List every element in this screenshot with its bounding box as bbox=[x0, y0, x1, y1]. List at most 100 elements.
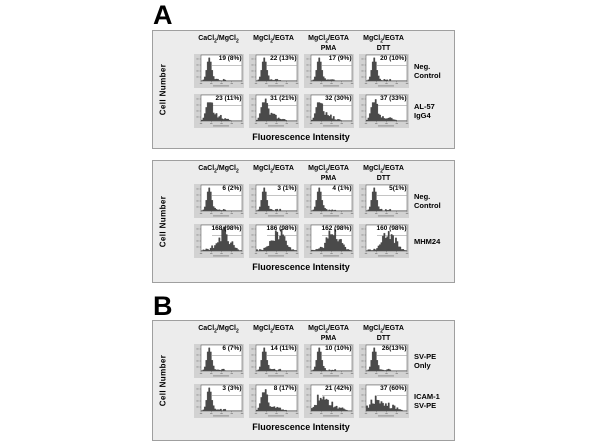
histogram-cell: 20 (10%) bbox=[358, 54, 409, 88]
column-header: CaCl2/MgCl2 bbox=[198, 165, 239, 175]
column-header: MgCl2/EGTA bbox=[253, 325, 294, 335]
histogram-cell: 37 (60%) bbox=[358, 384, 409, 418]
count-label: 17 (9%) bbox=[328, 54, 352, 62]
histogram-cell: 186 (98%) bbox=[248, 224, 299, 258]
count-label: 19 (8%) bbox=[218, 54, 242, 62]
count-label: 22 (13%) bbox=[270, 54, 297, 62]
column-header: MgCl2/EGTA bbox=[253, 35, 294, 45]
histogram-cell: 6 (2%) bbox=[193, 184, 244, 218]
mini-histogram-svg bbox=[250, 224, 298, 257]
mini-histogram-svg bbox=[195, 184, 243, 217]
histogram-cell: 10 (10%) bbox=[303, 344, 354, 378]
count-label: 23 (11%) bbox=[215, 94, 242, 102]
histogram-cell: 3 (3%) bbox=[193, 384, 244, 418]
y-axis-label: Cell Number bbox=[158, 354, 168, 406]
mini-histogram-svg bbox=[360, 224, 408, 257]
column-header: MgCl2/EGTA bbox=[253, 165, 294, 175]
histogram-cell: 19 (8%) bbox=[193, 54, 244, 88]
mini-histogram-svg bbox=[360, 94, 408, 127]
section-label-b: B bbox=[153, 291, 173, 321]
count-label: 37 (60%) bbox=[380, 384, 407, 392]
histogram-cell: 31 (21%) bbox=[248, 94, 299, 128]
mini-histogram-svg bbox=[305, 94, 353, 127]
histogram-cell: 32 (30%) bbox=[303, 94, 354, 128]
row-label: Neg.Control bbox=[414, 62, 441, 80]
histogram-cell: 160 (98%) bbox=[358, 224, 409, 258]
column-header: CaCl2/MgCl2 bbox=[198, 35, 239, 45]
mini-histogram-svg bbox=[250, 94, 298, 127]
mini-histogram-svg bbox=[195, 224, 243, 257]
histogram-cell: 5(1%) bbox=[358, 184, 409, 218]
count-label: 8 (17%) bbox=[273, 384, 297, 392]
count-label: 5(1%) bbox=[389, 184, 407, 192]
count-label: 10 (10%) bbox=[325, 344, 352, 352]
mini-histogram-svg bbox=[250, 384, 298, 417]
count-label: 162 (98%) bbox=[321, 224, 352, 232]
mini-histogram-svg bbox=[305, 54, 353, 87]
mini-histogram-svg bbox=[305, 344, 353, 377]
histogram-cell: 23 (11%) bbox=[193, 94, 244, 128]
count-label: 14 (11%) bbox=[270, 344, 297, 352]
mini-histogram-svg bbox=[250, 344, 298, 377]
row-label: Neg.Control bbox=[414, 192, 441, 210]
section-label-a: A bbox=[153, 0, 173, 30]
mini-histogram-svg bbox=[195, 54, 243, 87]
count-label: 6 (2%) bbox=[222, 184, 242, 192]
mini-histogram-svg bbox=[195, 384, 243, 417]
count-label: 32 (30%) bbox=[325, 94, 352, 102]
histogram-cell: 4 (1%) bbox=[303, 184, 354, 218]
x-axis-label: Fluorescence Intensity bbox=[252, 132, 350, 142]
panel-a-bottom: Cell Number CaCl2/MgCl2 MgCl2/EGTA MgCl2/EG… bbox=[152, 160, 455, 283]
histogram-cell: 8 (17%) bbox=[248, 384, 299, 418]
histogram-cell: 21 (42%) bbox=[303, 384, 354, 418]
count-label: 26(13%) bbox=[381, 344, 407, 352]
count-label: 186 (98%) bbox=[266, 224, 297, 232]
count-label: 4 (1%) bbox=[332, 184, 352, 192]
mini-histogram-svg bbox=[305, 184, 353, 217]
mini-histogram-svg bbox=[360, 54, 408, 87]
histogram-row: 3 (3%) 8 (17%) 21 (42%) 37 (60%) bbox=[191, 384, 411, 418]
mini-histogram-svg bbox=[305, 384, 353, 417]
count-label: 20 (10%) bbox=[380, 54, 407, 62]
histogram-row: 168 (98%) 186 (98%) 162 (98%) 160 (98%) bbox=[191, 224, 411, 258]
histogram-cell: 6 (7%) bbox=[193, 344, 244, 378]
count-label: 37 (33%) bbox=[380, 94, 407, 102]
panel-b: Cell Number CaCl2/MgCl2 MgCl2/EGTA MgCl2/EG… bbox=[152, 320, 455, 441]
column-header: CaCl2/MgCl2 bbox=[198, 325, 239, 335]
histogram-cell: 22 (13%) bbox=[248, 54, 299, 88]
mini-histogram-svg bbox=[360, 184, 408, 217]
mini-histogram-svg bbox=[195, 94, 243, 127]
count-label: 6 (7%) bbox=[222, 344, 242, 352]
histogram-row: 23 (11%) 31 (21%) 32 (30%) 37 (33%) bbox=[191, 94, 411, 128]
histogram-cell: 17 (9%) bbox=[303, 54, 354, 88]
count-label: 160 (98%) bbox=[376, 224, 407, 232]
histogram-cell: 3 (1%) bbox=[248, 184, 299, 218]
y-axis-label: Cell Number bbox=[158, 195, 168, 247]
histogram-cell: 168 (98%) bbox=[193, 224, 244, 258]
count-label: 3 (1%) bbox=[277, 184, 297, 192]
histogram-row: 19 (8%) 22 (13%) 17 (9%) 20 (10%) bbox=[191, 54, 411, 88]
mini-histogram-svg bbox=[250, 184, 298, 217]
mini-histogram-svg bbox=[195, 344, 243, 377]
x-axis-label: Fluorescence Intensity bbox=[252, 422, 350, 432]
mini-histogram-svg bbox=[305, 224, 353, 257]
mini-histogram-svg bbox=[250, 54, 298, 87]
row-label: MHM24 bbox=[414, 236, 441, 246]
histogram-cell: 37 (33%) bbox=[358, 94, 409, 128]
mini-histogram-svg bbox=[360, 344, 408, 377]
histogram-cell: 26(13%) bbox=[358, 344, 409, 378]
count-label: 3 (3%) bbox=[222, 384, 242, 392]
